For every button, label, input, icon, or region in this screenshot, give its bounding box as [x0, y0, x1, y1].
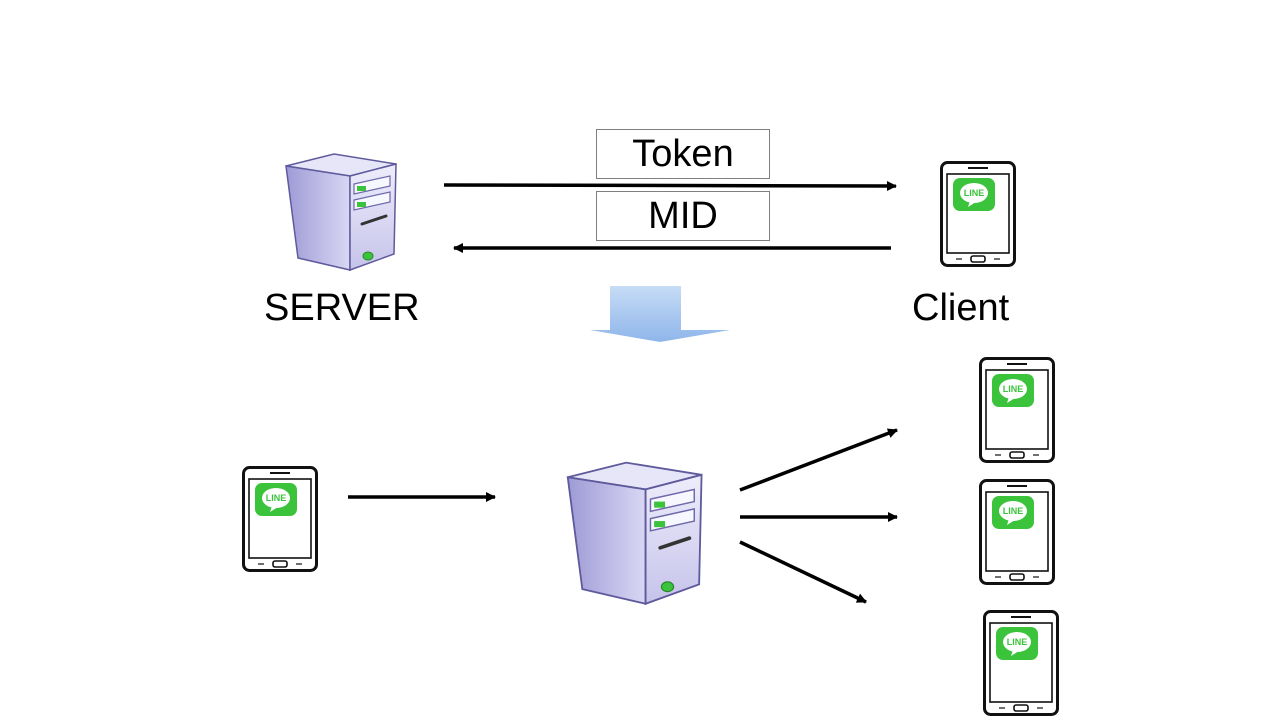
broadcast-arrow-lower: [739, 540, 867, 604]
token-arrow: [443, 180, 897, 191]
client-phone-icon: [940, 161, 1016, 267]
sender-phone-icon: [242, 466, 318, 572]
broadcast-arrow-upper: [739, 428, 898, 492]
server-icon: [565, 460, 704, 606]
mid-label: MID: [596, 191, 770, 241]
down-arrow-icon: [590, 286, 730, 342]
client-caption: Client: [912, 287, 1010, 329]
receiver-phone-icon: [979, 479, 1055, 585]
server-icon: [284, 152, 398, 272]
receiver-phone-icon: [983, 610, 1059, 716]
receiver-phone-icon: [979, 357, 1055, 463]
token-label: Token: [596, 129, 770, 179]
server-caption: SERVER: [264, 287, 420, 329]
